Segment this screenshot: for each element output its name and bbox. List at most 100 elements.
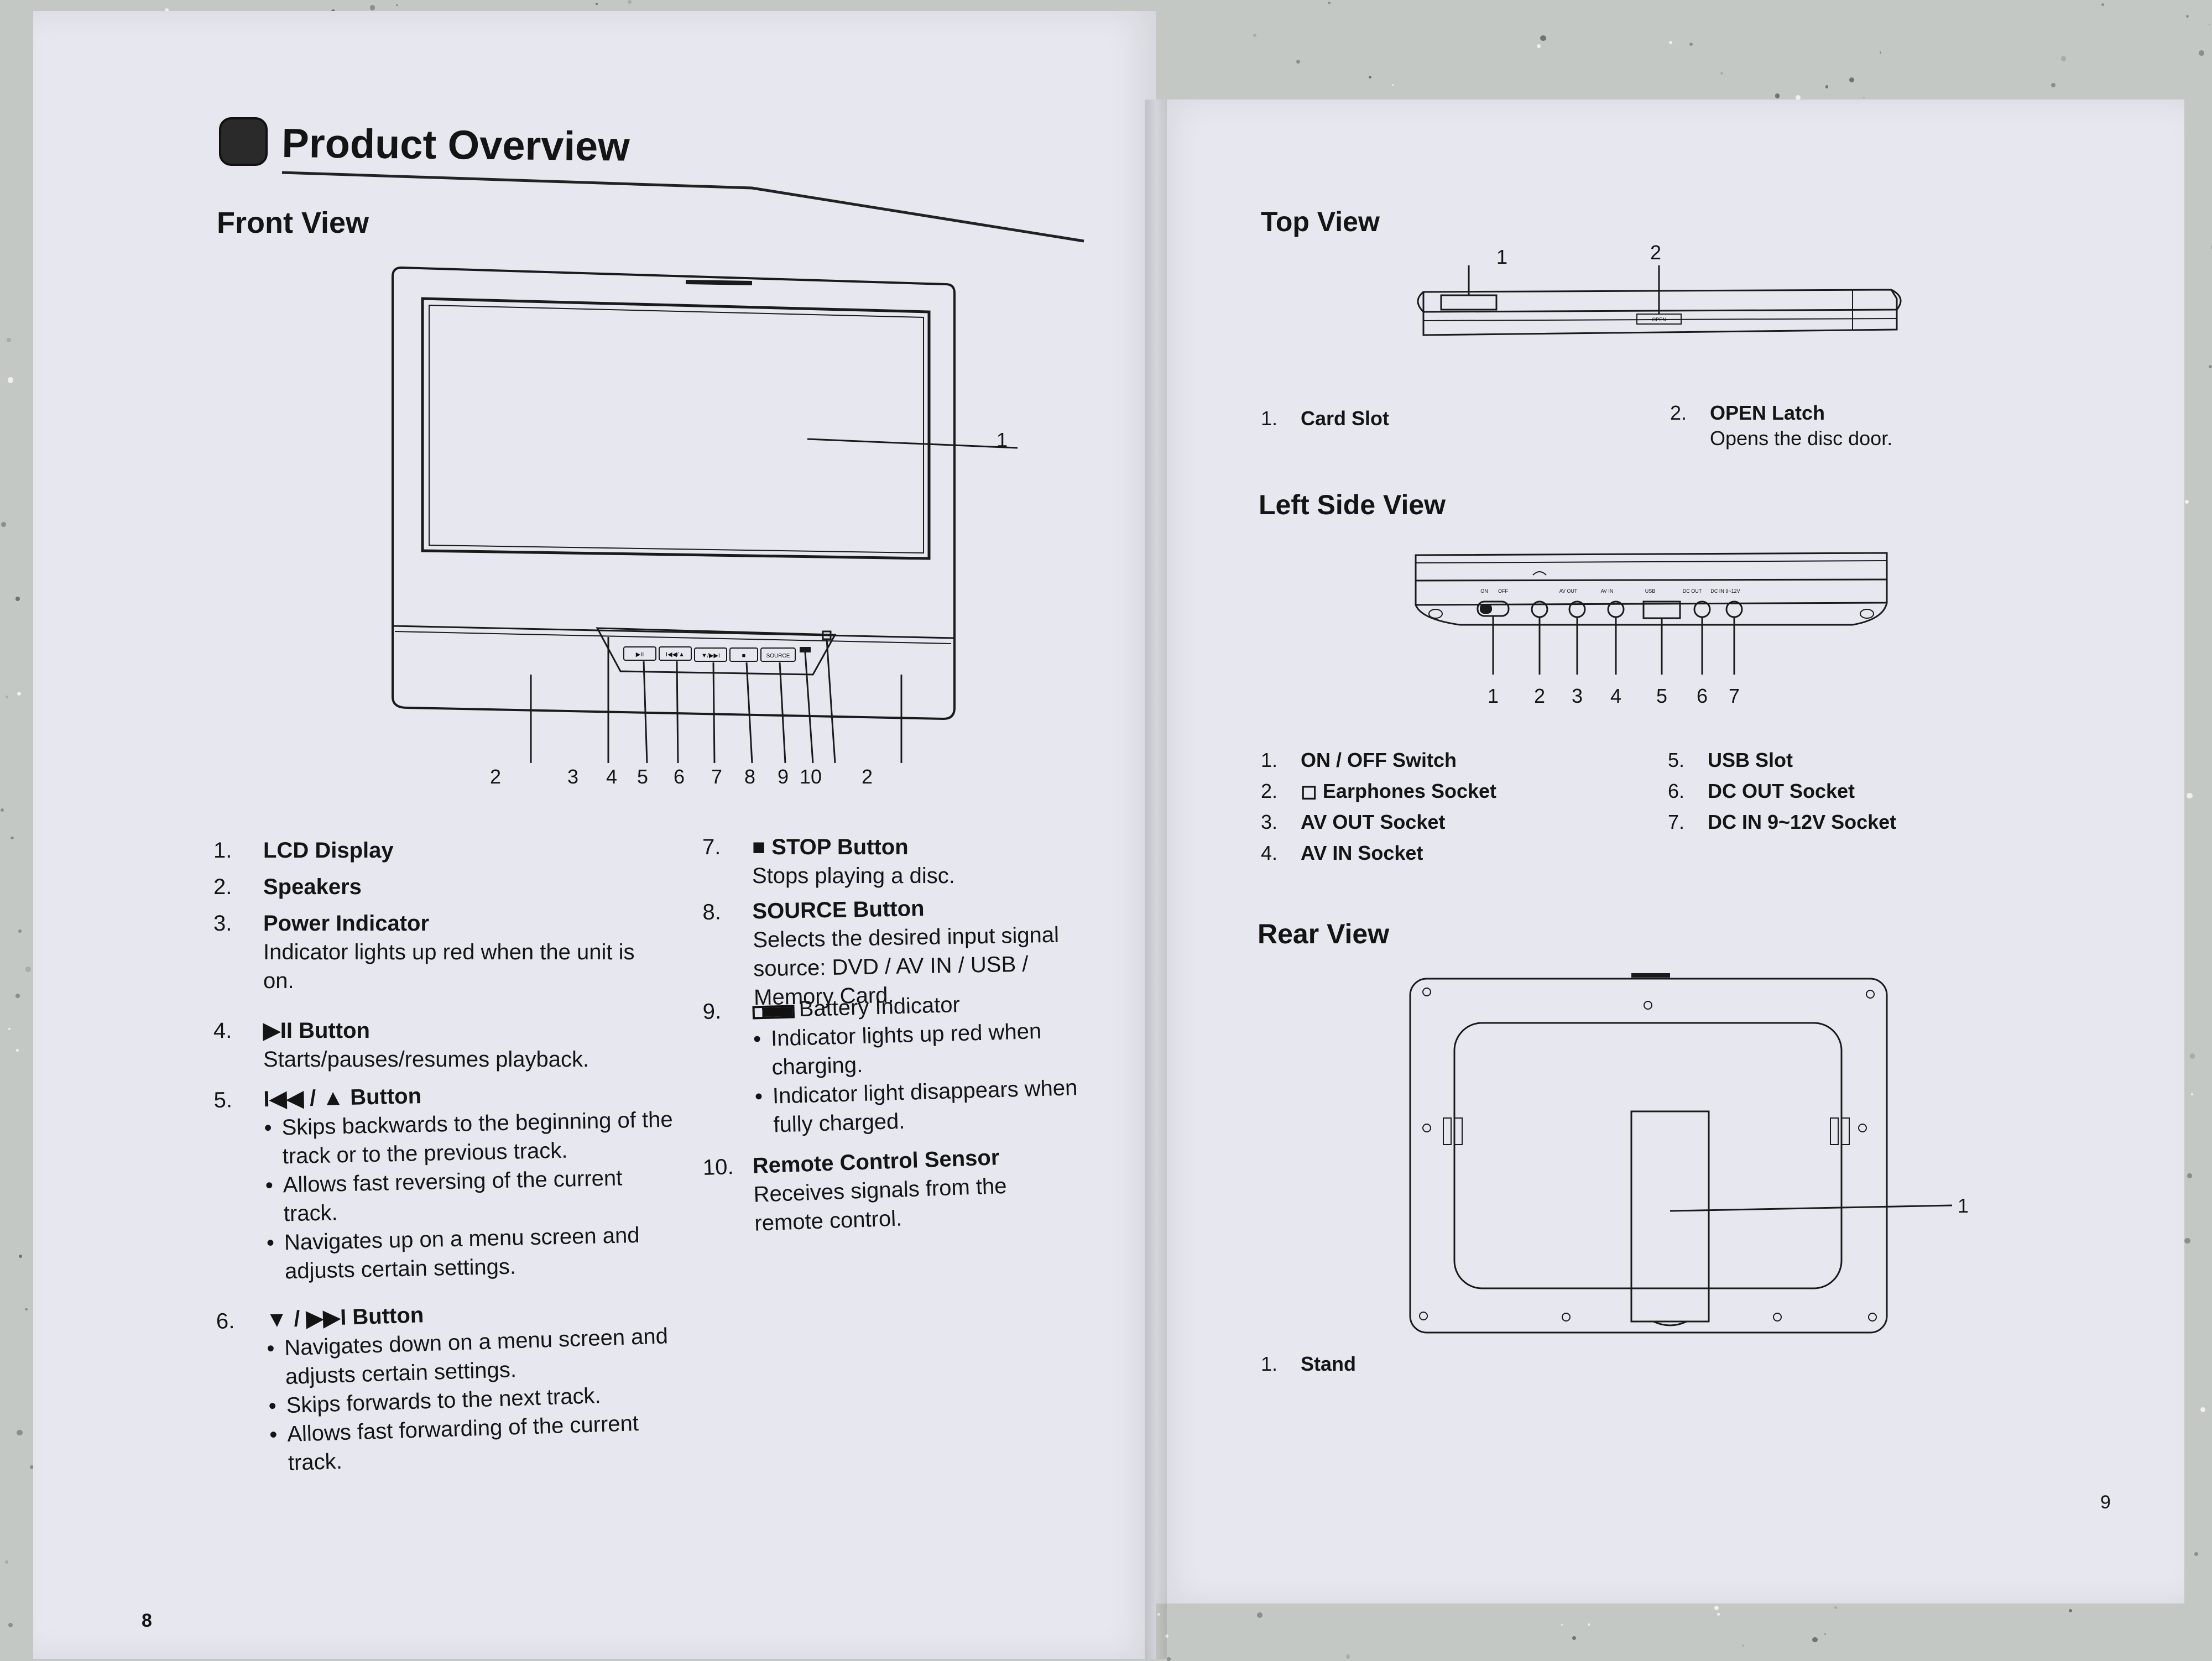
item-10-desc: Receives signals from the remote control… — [753, 1173, 1008, 1236]
countertop-speck — [1834, 1606, 1837, 1609]
countertop-speck — [1157, 1613, 1160, 1616]
countertop-speck — [2209, 23, 2211, 25]
countertop-speck — [1825, 85, 1829, 88]
port-label-usb: USB — [1645, 588, 1656, 594]
front-callout-5: 5 — [637, 765, 649, 788]
right-page: Top View OPEN 1 2 1. Card Slot 2. OPEN L… — [1156, 100, 2184, 1603]
front-callout-2a: 2 — [490, 765, 502, 788]
countertop-speck — [2184, 1237, 2190, 1244]
countertop-speck — [2185, 499, 2189, 504]
countertop-speck — [8, 1027, 11, 1030]
side-callout-6: 6 — [1697, 685, 1708, 707]
headphone-icon: ◻ — [1301, 780, 1317, 802]
countertop-speck — [1165, 1634, 1169, 1638]
top-view-heading: Top View — [1261, 206, 1380, 237]
countertop-speck — [1812, 1637, 1818, 1643]
countertop-speck — [18, 929, 22, 933]
left-page: Product Overview Front View ▶II I◀◀/▲ ▼/… — [33, 11, 1156, 1659]
countertop-speck — [1795, 95, 1801, 100]
countertop-speck — [1572, 1636, 1577, 1641]
countertop-speck — [595, 2, 598, 6]
front-view-heading: Front View — [217, 206, 369, 239]
countertop-speck — [628, 0, 632, 4]
countertop-speck — [2068, 1609, 2072, 1613]
countertop-speck — [2185, 15, 2189, 18]
countertop-speck — [1587, 1623, 1590, 1626]
countertop-speck — [2208, 364, 2212, 369]
port-label-av-out: AV OUT — [1559, 588, 1578, 594]
top-item-2-desc: Opens the disc door. — [1710, 427, 1893, 450]
headphone-glyph-icon — [1532, 571, 1547, 576]
side-callout-1: 1 — [1488, 685, 1499, 707]
countertop-speck — [25, 967, 31, 972]
countertop-speck — [5, 1560, 8, 1564]
left-side-view-diagram: ON OFF AV OUT AV IN USB DC OUT DC IN 9~1… — [1415, 552, 1888, 675]
countertop-speck — [1296, 59, 1300, 64]
book-spine — [1145, 100, 1167, 1659]
front-button-source: SOURCE — [766, 653, 790, 659]
countertop-speck — [1540, 35, 1546, 41]
port-label-dc-in: DC IN 9~12V — [1710, 588, 1740, 594]
countertop-speck — [1167, 1657, 1171, 1661]
section-icon — [219, 117, 268, 166]
countertop-speck — [1824, 1633, 1827, 1636]
item-4-desc: Starts/pauses/resumes playback. — [263, 1047, 589, 1072]
countertop-speck — [1256, 1612, 1262, 1618]
item-7-title: ■ STOP Button — [752, 835, 909, 859]
countertop-speck — [1879, 51, 1881, 54]
countertop-speck — [1537, 44, 1541, 49]
countertop-speck — [8, 1623, 13, 1628]
port-label-dc-out: DC OUT — [1683, 588, 1702, 594]
side-callout-7: 7 — [1729, 685, 1740, 707]
front-callout-10: 10 — [800, 765, 822, 788]
countertop-speck — [11, 836, 14, 840]
top-callout-2: 2 — [1650, 241, 1662, 264]
countertop-speck — [2187, 792, 2193, 799]
front-callout-8: 8 — [744, 765, 756, 788]
top-view-diagram: OPEN — [1417, 265, 1902, 336]
countertop-speck — [1391, 83, 1394, 86]
rear-callout-1: 1 — [1958, 1194, 1969, 1217]
front-callout-6: 6 — [674, 765, 685, 788]
front-callout-3: 3 — [567, 765, 579, 788]
item-5-bullet-3: Navigates up on a menu screen and adjust… — [266, 1220, 676, 1286]
countertop-speck — [1689, 42, 1693, 46]
rear-item-1-title: Stand — [1301, 1352, 1357, 1375]
countertop-speck — [1849, 77, 1854, 83]
item-5-bullet-2: Allows fast reversing of the current tra… — [265, 1163, 675, 1229]
item-2-title: Speakers — [263, 875, 362, 899]
countertop-speck — [30, 1465, 34, 1469]
item-6-bullet-3: Allows fast forwarding of the current tr… — [269, 1408, 680, 1478]
item-4-title: ▶II Button — [263, 1018, 370, 1043]
countertop-speck — [1368, 75, 1371, 79]
page-number-right: 9 — [2100, 1492, 2111, 1513]
front-callout-9: 9 — [778, 765, 789, 788]
card-slot — [1440, 294, 1498, 311]
countertop-speck — [2051, 83, 2056, 88]
port-label-off: OFF — [1498, 588, 1508, 594]
countertop-speck — [1720, 72, 1724, 75]
heading-underline — [281, 171, 1084, 243]
countertop-speck — [1561, 1624, 1563, 1626]
front-callout-7: 7 — [711, 765, 723, 788]
countertop-speck — [0, 808, 4, 812]
open-latch-label: OPEN — [1652, 317, 1666, 322]
countertop-speck — [6, 338, 11, 342]
item-7-desc: Stops playing a disc. — [752, 864, 955, 888]
rear-view-heading: Rear View — [1258, 918, 1390, 949]
top-item-2-title: OPEN Latch — [1710, 401, 1825, 424]
countertop-speck — [396, 4, 398, 6]
countertop-speck — [5, 695, 9, 699]
countertop-speck — [2194, 1552, 2198, 1556]
countertop-speck — [25, 1308, 28, 1311]
side-callout-5: 5 — [1656, 685, 1668, 707]
countertop-speck — [2189, 1053, 2195, 1059]
countertop-speck — [2200, 1407, 2206, 1413]
countertop-speck — [1, 522, 6, 527]
countertop-speck — [2060, 56, 2067, 61]
front-button-next: ▼/▶▶I — [701, 652, 720, 659]
countertop-speck — [17, 691, 22, 696]
item-9-bullet-2: Indicator light disappears when fully ch… — [754, 1073, 1110, 1140]
port-label-av-in: AV IN — [1601, 588, 1614, 594]
countertop-speck — [1775, 93, 1780, 98]
